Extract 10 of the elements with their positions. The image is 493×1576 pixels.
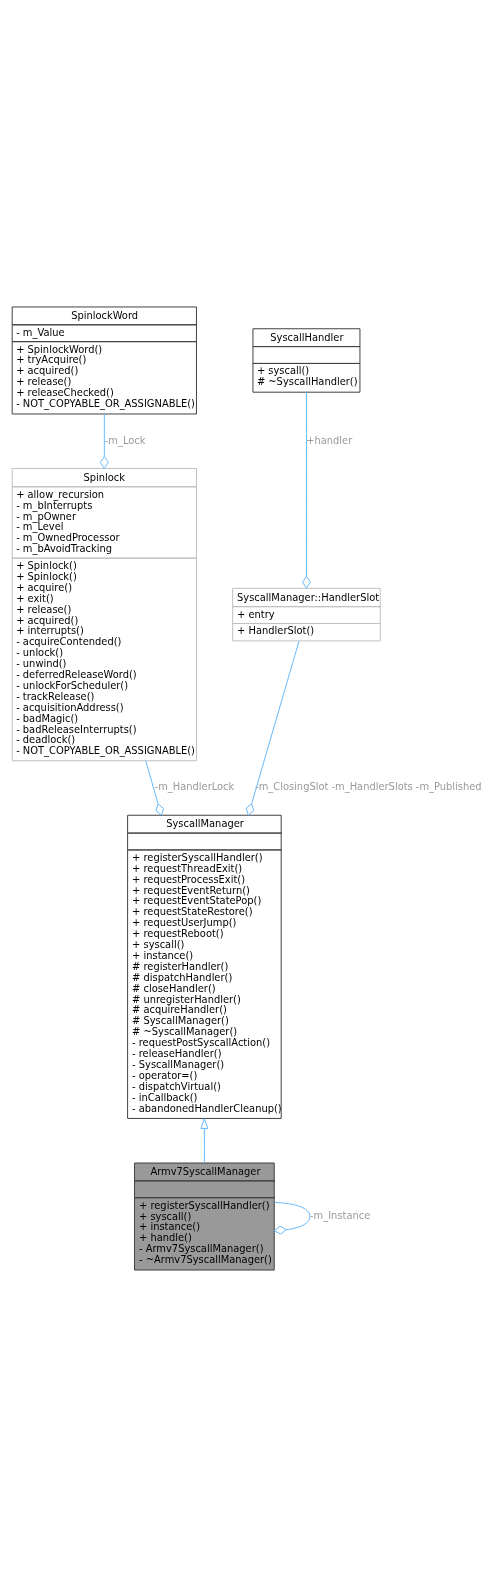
edge-label: -m_Instance bbox=[310, 1209, 371, 1221]
connector bbox=[145, 759, 165, 816]
edge-label: +handler bbox=[306, 434, 353, 446]
edge-label: -m_HandlerLock bbox=[154, 780, 235, 792]
connector bbox=[245, 640, 300, 816]
edge-label: -m_Lock bbox=[104, 434, 146, 446]
connector bbox=[273, 1201, 311, 1235]
arrow bbox=[200, 1117, 209, 1163]
connector bbox=[302, 391, 311, 589]
connector bbox=[99, 413, 109, 469]
